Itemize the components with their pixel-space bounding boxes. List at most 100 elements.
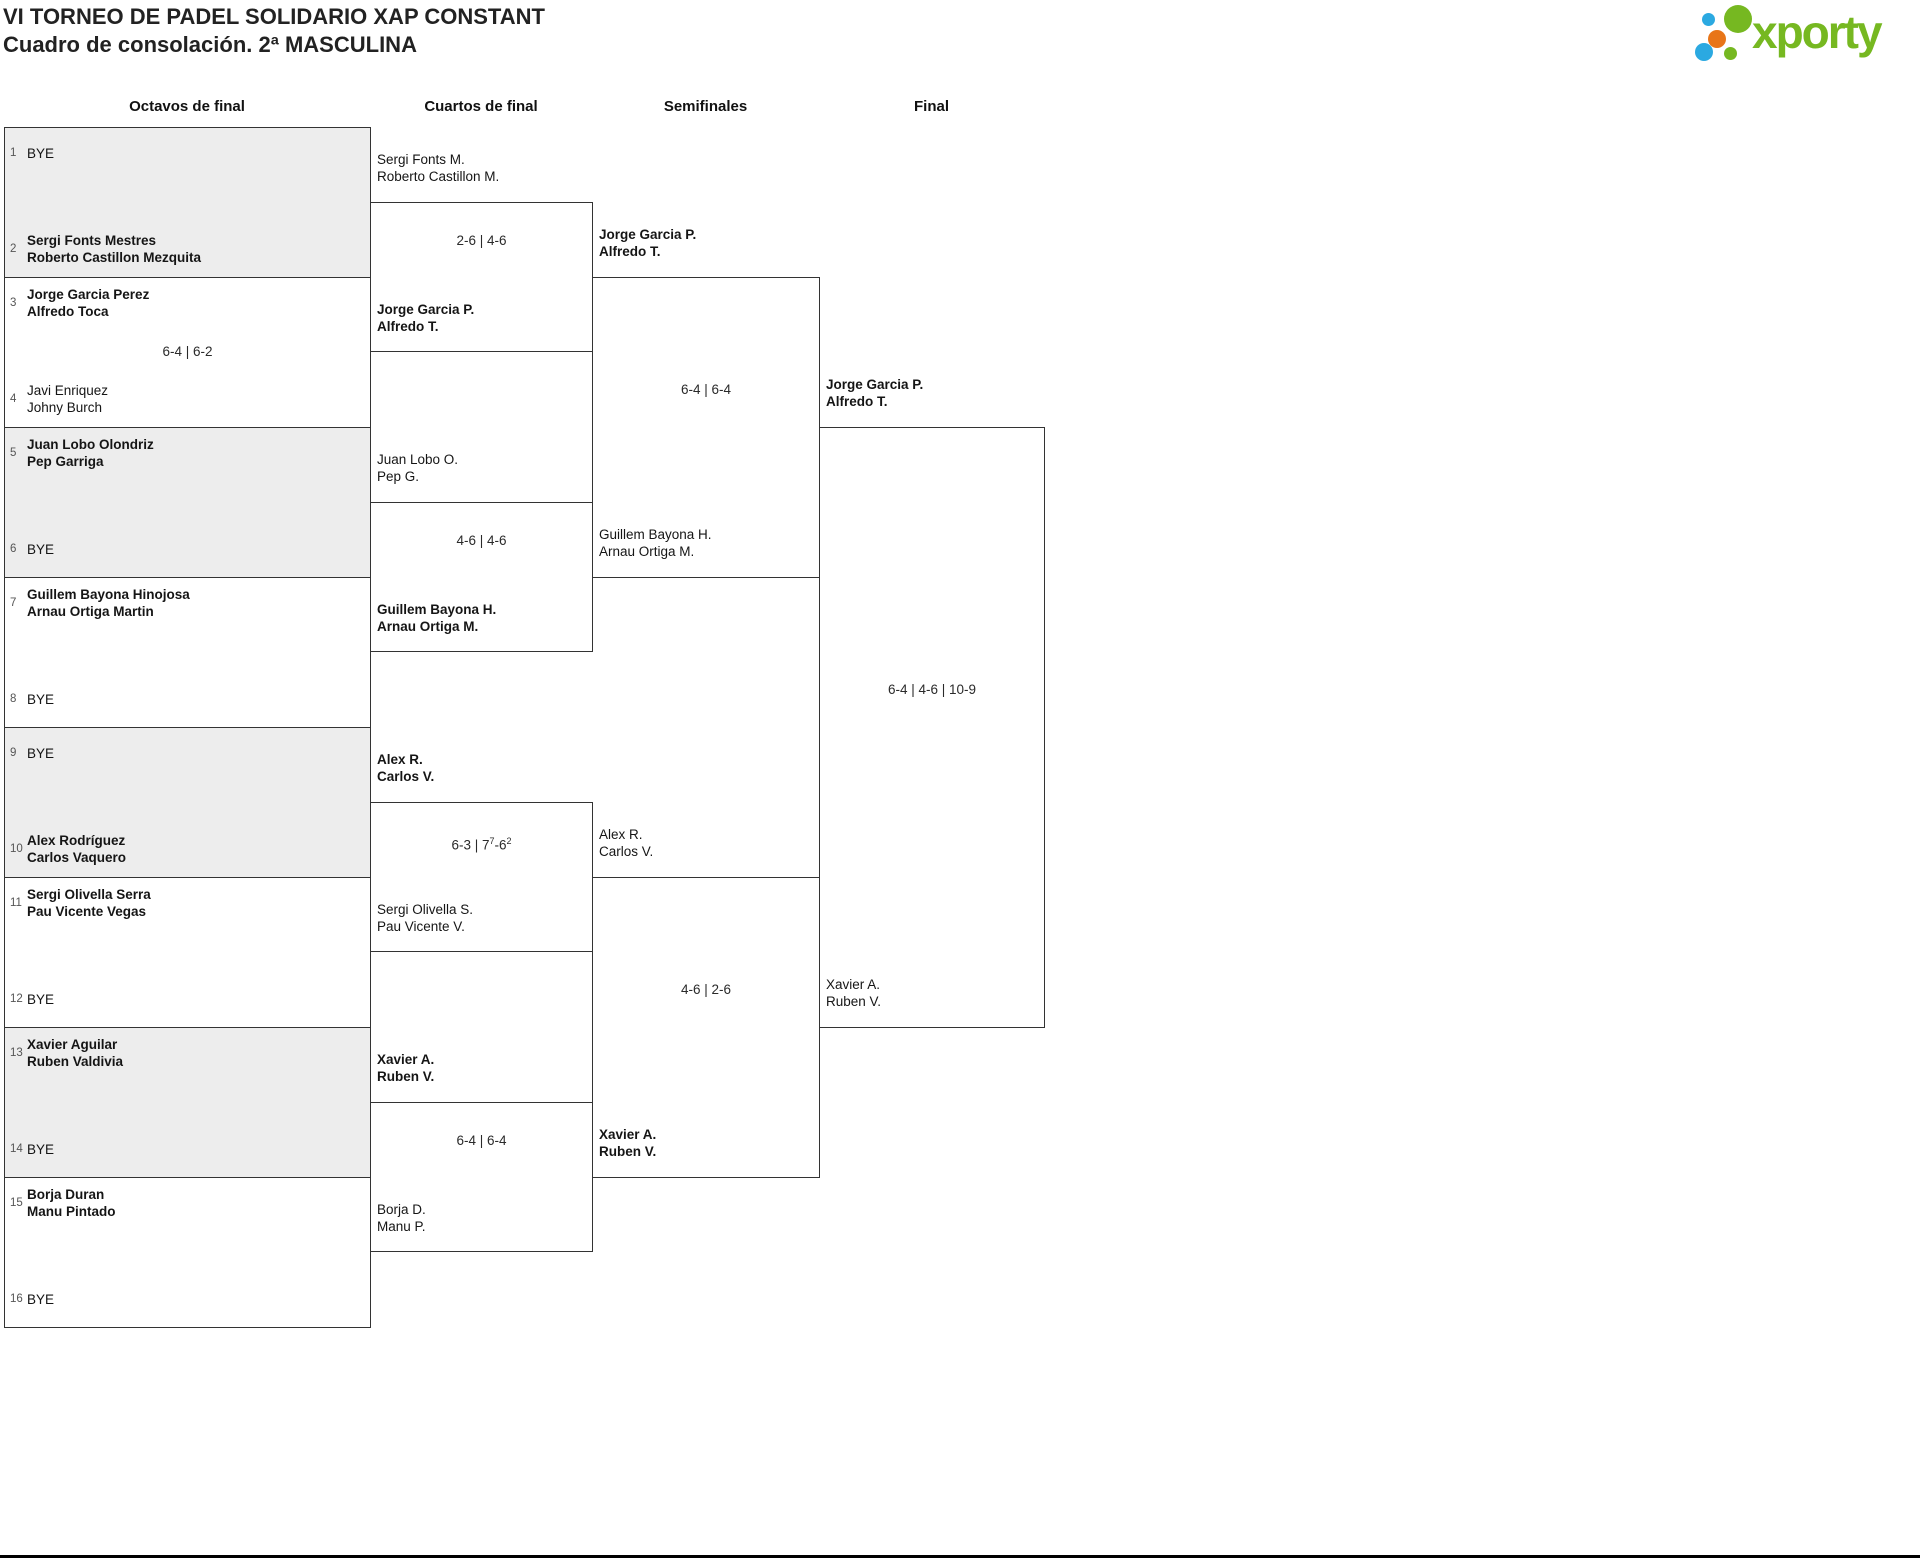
sf-1-participant-2: Guillem Bayona H. Arnau Ortiga M.	[599, 523, 814, 563]
participant-name-line: Alex R.	[599, 827, 643, 842]
participant-name: BYE	[27, 1141, 54, 1158]
participant-name: Xavier A. Ruben V.	[377, 1051, 434, 1085]
oct-seed-9: 9 BYE	[10, 733, 360, 773]
seed-number: 7	[10, 597, 17, 609]
participant-name-line: BYE	[27, 1291, 55, 1307]
qf-match-2-box	[370, 502, 593, 652]
participant-name-line: Arnau Ortiga Martin	[27, 604, 154, 619]
participant-name: Jorge Garcia P. Alfredo T.	[599, 226, 696, 260]
qf-2-score: 4-6 | 4-6	[456, 533, 507, 548]
seed-number: 2	[10, 243, 17, 255]
participant-name-line: Juan Lobo O.	[377, 452, 459, 467]
seed-number: 10	[10, 843, 23, 855]
participant-name: Xavier A. Ruben V.	[826, 976, 881, 1010]
qf-match-3-box	[370, 802, 593, 952]
participant-name-line: Xavier Aguilar	[27, 1037, 118, 1052]
participant-name-line: Jorge Garcia P.	[599, 227, 697, 242]
oct-match-4-box	[4, 577, 371, 728]
participant-name-line: BYE	[27, 1141, 55, 1157]
participant-name: Alex Rodríguez Carlos Vaquero	[27, 832, 126, 866]
oct-seed-12: 12 BYE	[10, 979, 360, 1019]
participant-name-line: Pau Vicente V.	[377, 919, 465, 934]
participant-name: BYE	[27, 541, 54, 558]
participant-name-line: Johny Burch	[27, 400, 103, 415]
participant-name-line: Borja Duran	[27, 1187, 105, 1202]
participant-name-line: Borja D.	[377, 1202, 426, 1217]
final-score: 6-4 | 4-6 | 10-9	[887, 682, 977, 697]
oct-seed-7: 7 Guillem Bayona Hinojosa Arnau Ortiga M…	[10, 583, 360, 623]
oct-seed-8: 8 BYE	[10, 679, 360, 719]
final-match-box	[819, 427, 1045, 1028]
participant-name-line: Xavier A.	[826, 977, 881, 992]
oct-seed-13: 13 Xavier Aguilar Ruben Valdivia	[10, 1033, 360, 1073]
seed-number: 12	[10, 993, 23, 1005]
sf-2-score: 4-6 | 2-6	[680, 982, 732, 997]
seed-number: 14	[10, 1143, 23, 1155]
seed-number: 9	[10, 747, 17, 759]
oct-seed-6: 6 BYE	[10, 529, 360, 569]
participant-name-line: Juan Lobo Olondriz	[27, 437, 154, 452]
participant-name-line: BYE	[27, 991, 55, 1007]
participant-name: Guillem Bayona Hinojosa Arnau Ortiga Mar…	[27, 586, 190, 620]
seed-number: 4	[10, 393, 17, 405]
final-participant-1: Jorge Garcia P. Alfredo T.	[826, 373, 1036, 413]
sf-2-participant-2: Xavier A. Ruben V.	[599, 1123, 814, 1163]
participant-name: Sergi Fonts M. Roberto Castillon M.	[377, 151, 499, 185]
round-header-octavos: Octavos de final	[129, 98, 245, 115]
oct-seed-4: 4 Javi Enriquez Johny Burch	[10, 379, 360, 419]
participant-name: BYE	[27, 691, 54, 708]
participant-name: Sergi Olivella Serra Pau Vicente Vegas	[27, 886, 151, 920]
logo-dot-icon	[1708, 30, 1726, 48]
participant-name-line: Ruben V.	[599, 1144, 657, 1159]
participant-name-line: Sergi Fonts Mestres	[27, 233, 157, 248]
participant-name-line: Arnau Ortiga M.	[599, 544, 695, 559]
oct-seed-10: 10 Alex Rodríguez Carlos Vaquero	[10, 829, 360, 869]
participant-name-line: Ruben V.	[826, 994, 882, 1009]
participant-name-line: BYE	[27, 541, 55, 557]
participant-name-line: Arnau Ortiga M.	[377, 619, 479, 634]
participant-name: Jorge Garcia P. Alfredo T.	[826, 376, 923, 410]
participant-name-line: Alfredo T.	[599, 244, 661, 259]
oct-match-7-box	[4, 1027, 371, 1178]
oct-match-8-box	[4, 1177, 371, 1328]
oct-seed-14: 14 BYE	[10, 1129, 360, 1169]
qf-match-4-box	[370, 1102, 593, 1252]
participant-name-line: Guillem Bayona H.	[599, 527, 712, 542]
round-header-final: Final	[913, 98, 949, 115]
participant-name: Alex R. Carlos V.	[599, 826, 653, 860]
participant-name-line: Alfredo Toca	[27, 304, 109, 319]
participant-name-line: Alex R.	[377, 752, 423, 767]
participant-name-line: Pep G.	[377, 469, 420, 484]
sf-1-participant-1: Jorge Garcia P. Alfredo T.	[599, 223, 814, 263]
oct-seed-5: 5 Juan Lobo Olondriz Pep Garriga	[10, 433, 360, 473]
sf-match-2-box	[592, 877, 820, 1178]
logo-dot-icon	[1724, 47, 1737, 60]
qf-3-participant-1: Alex R. Carlos V.	[377, 748, 589, 788]
participant-name: Sergi Olivella S. Pau Vicente V.	[377, 901, 473, 935]
round-header-semifinales: Semifinales	[663, 98, 748, 115]
participant-name-line: Carlos V.	[377, 769, 435, 784]
participant-name: BYE	[27, 145, 54, 162]
participant-name: Alex R. Carlos V.	[377, 751, 434, 785]
participant-name-line: Carlos Vaquero	[27, 850, 127, 865]
qf-3-score: 6-3 | 77-62	[451, 836, 512, 853]
participant-name: Guillem Bayona H. Arnau Ortiga M.	[599, 526, 712, 560]
participant-name: Borja D. Manu P.	[377, 1201, 426, 1235]
participant-name-line: Ruben V.	[377, 1069, 435, 1084]
participant-name: BYE	[27, 745, 54, 762]
participant-name-line: Xavier A.	[599, 1127, 657, 1142]
qf-2-participant-2: Guillem Bayona H. Arnau Ortiga M.	[377, 598, 589, 638]
round-header-cuartos: Cuartos de final	[424, 98, 538, 115]
participant-name: Borja Duran Manu Pintado	[27, 1186, 116, 1220]
participant-name: Guillem Bayona H. Arnau Ortiga M.	[377, 601, 496, 635]
oct-seed-3: 3 Jorge Garcia Perez Alfredo Toca	[10, 283, 360, 323]
participant-name-line: Roberto Castillon Mezquita	[27, 250, 202, 265]
qf-4-score: 6-4 | 6-4	[456, 1133, 507, 1148]
participant-name: BYE	[27, 991, 54, 1008]
participant-name-line: Ruben Valdivia	[27, 1054, 124, 1069]
participant-name-line: Jorge Garcia P.	[826, 377, 924, 392]
participant-name-line: Jorge Garcia Perez	[27, 287, 150, 302]
participant-name: Sergi Fonts Mestres Roberto Castillon Me…	[27, 232, 201, 266]
seed-number: 11	[10, 897, 22, 909]
participant-name-line: Manu P.	[377, 1219, 426, 1234]
